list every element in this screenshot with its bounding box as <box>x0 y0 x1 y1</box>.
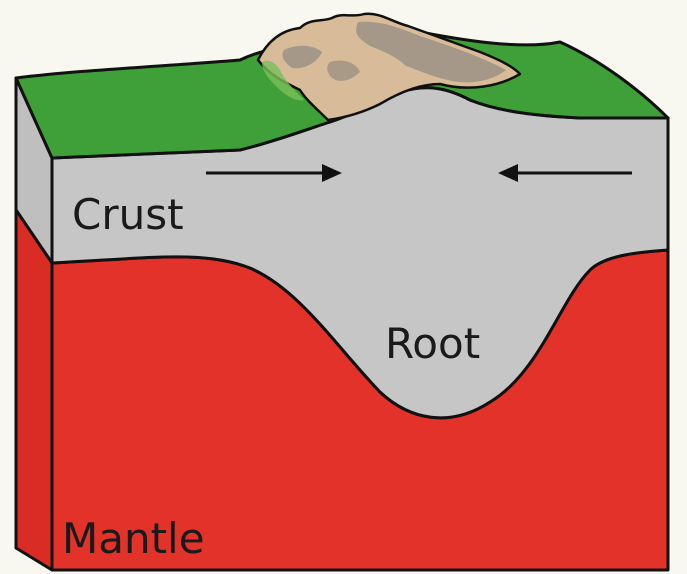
mantle-label: Mantle <box>62 514 205 563</box>
root-label: Root <box>385 319 480 368</box>
mantle-side <box>16 210 52 570</box>
crust-label: Crust <box>72 190 184 239</box>
